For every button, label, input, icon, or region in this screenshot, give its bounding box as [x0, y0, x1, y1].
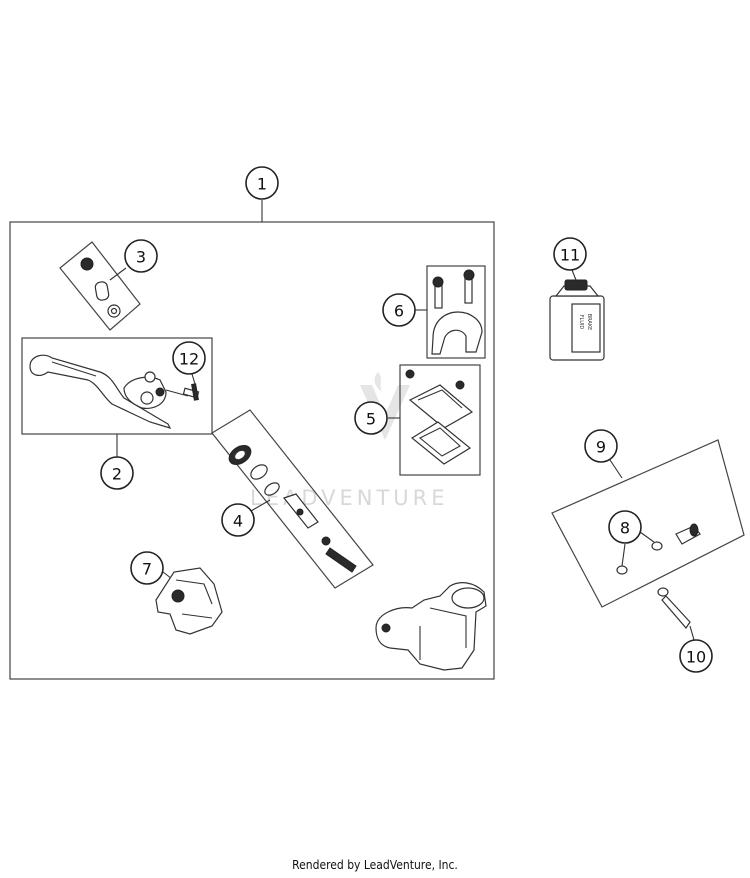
callout-12: 12 — [172, 341, 206, 375]
footer-credit: Rendered by LeadVenture, Inc. — [292, 858, 458, 872]
leader-10 — [689, 625, 695, 641]
part-10-banjo-fitting — [657, 587, 691, 629]
part-8-washers — [616, 541, 663, 575]
leader-4 — [250, 499, 271, 512]
part-4-piston-kit — [228, 444, 357, 573]
part-9-banjo-bolt — [675, 523, 701, 545]
leader-9 — [609, 459, 623, 479]
part-2-brake-lever — [29, 354, 200, 429]
part-housing — [375, 582, 487, 671]
part-5-reservoir-cover — [405, 369, 474, 465]
part-3-screw-set — [59, 241, 141, 331]
svg-text:3: 3 — [136, 248, 146, 267]
callout-5: 5 — [354, 401, 388, 435]
bottle-label-line2: FLUID — [578, 315, 584, 330]
callout-11: 11 — [553, 237, 587, 271]
callout-3: 3 — [124, 239, 158, 273]
kit-frame — [9, 221, 495, 680]
part-11-brake-fluid-bottle: BRAKE FLUID — [549, 279, 605, 361]
callout-6: 6 — [382, 293, 416, 327]
part-7-master-cylinder — [155, 567, 223, 635]
svg-text:9: 9 — [596, 438, 606, 457]
svg-text:6: 6 — [394, 302, 404, 321]
leader-8a — [621, 543, 626, 567]
leader-3 — [109, 267, 127, 281]
callout-1: 1 — [245, 166, 279, 200]
callout-4: 4 — [221, 503, 255, 537]
svg-text:10: 10 — [686, 648, 706, 667]
callout-10: 10 — [679, 639, 713, 673]
callout-2: 2 — [100, 456, 134, 490]
svg-text:11: 11 — [560, 246, 580, 265]
watermark-logo: LEADVENTURE — [250, 372, 449, 510]
svg-text:1: 1 — [257, 175, 267, 194]
svg-text:2: 2 — [112, 465, 122, 484]
leader-8b — [639, 531, 655, 543]
svg-text:7: 7 — [142, 560, 152, 579]
callout-9: 9 — [584, 429, 618, 463]
part-12-pin — [191, 383, 199, 401]
part-4-frame — [211, 409, 374, 589]
svg-text:8: 8 — [620, 519, 630, 538]
part-6-frame — [426, 265, 486, 359]
part-6-clamp — [431, 269, 483, 355]
svg-text:4: 4 — [233, 512, 243, 531]
leader-12 — [191, 373, 196, 385]
leader-11 — [571, 269, 577, 281]
svg-text:12: 12 — [179, 350, 199, 369]
callout-7: 7 — [130, 551, 164, 585]
svg-text:5: 5 — [366, 410, 376, 429]
callout-8: 8 — [608, 510, 642, 544]
bottle-label-line1: BRAKE — [586, 314, 592, 331]
part-5-frame — [399, 364, 481, 476]
part-9-frame — [551, 439, 745, 608]
watermark-text: LEADVENTURE — [250, 486, 449, 510]
